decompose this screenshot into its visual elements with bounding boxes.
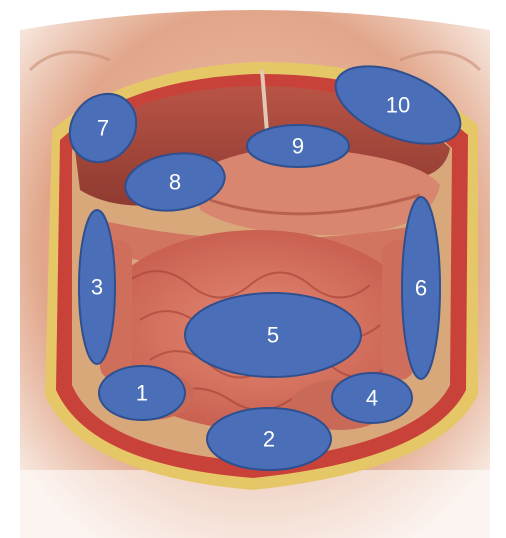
region-10-label: 10 — [386, 93, 410, 118]
region-4-label: 4 — [366, 386, 378, 411]
region-marker-1[interactable]: 1 — [99, 366, 185, 420]
region-marker-4[interactable]: 4 — [332, 373, 412, 423]
region-9-label: 9 — [292, 134, 304, 159]
region-marker-2[interactable]: 2 — [207, 408, 331, 470]
region-marker-5[interactable]: 5 — [185, 293, 361, 377]
region-7-label: 7 — [97, 116, 109, 141]
region-1-label: 1 — [136, 381, 148, 406]
region-5-label: 5 — [267, 323, 279, 348]
region-marker-9[interactable]: 9 — [247, 125, 349, 167]
region-3-label: 3 — [91, 275, 103, 300]
region-2-label: 2 — [263, 427, 275, 452]
region-marker-3[interactable]: 3 — [79, 210, 115, 364]
region-8-label: 8 — [169, 170, 181, 195]
region-6-label: 6 — [415, 276, 427, 301]
region-marker-6[interactable]: 6 — [402, 197, 440, 379]
